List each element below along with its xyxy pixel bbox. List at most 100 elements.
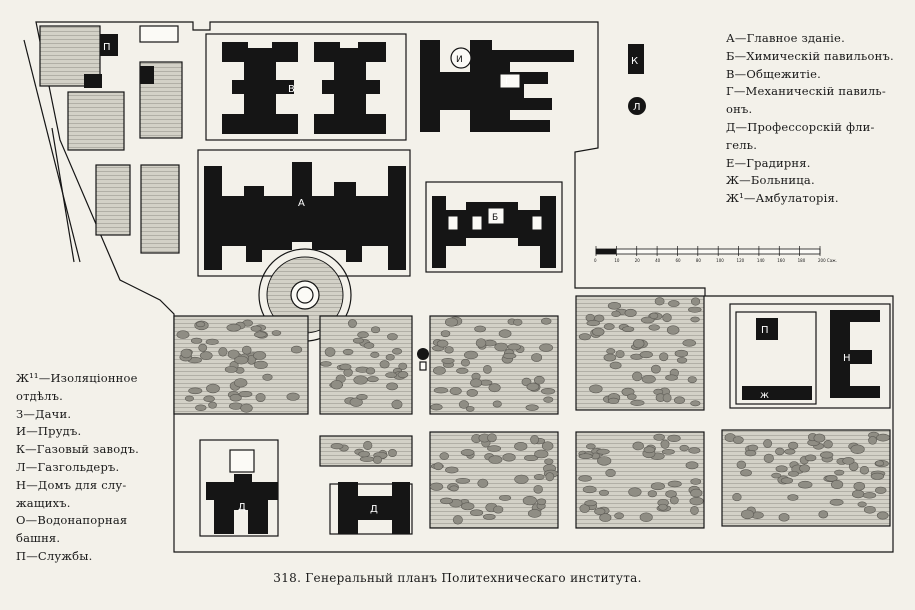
tree-mark — [483, 513, 496, 520]
legend-entry: башня. — [16, 531, 61, 546]
tree-mark — [819, 451, 834, 459]
garden-blocks — [173, 295, 891, 529]
tree-mark — [460, 358, 470, 367]
tree-mark — [379, 360, 390, 369]
tree-mark — [530, 435, 539, 445]
tree-mark — [639, 512, 653, 523]
tree-mark — [732, 493, 742, 502]
tree-mark — [592, 327, 605, 337]
tree-mark — [502, 453, 516, 462]
tree-mark — [607, 397, 620, 405]
tree-mark — [527, 509, 542, 518]
tree-mark — [176, 330, 190, 339]
tree-mark — [622, 326, 635, 332]
tree-mark — [628, 487, 642, 497]
tree-mark — [465, 406, 475, 412]
tree-mark — [661, 449, 675, 455]
legend-entry: Д—Профессорскій фли- — [726, 119, 875, 134]
legend-entry: З—Дачи. — [16, 406, 72, 421]
tree-mark — [513, 318, 523, 326]
svg-text:Г: Г — [505, 76, 511, 87]
tree-mark — [632, 371, 643, 382]
tree-mark — [385, 354, 395, 361]
svg-text:Л: Л — [633, 102, 641, 113]
tree-mark — [669, 496, 679, 505]
tree-mark — [787, 441, 799, 450]
tree-mark — [234, 378, 248, 388]
west-gardens: П — [39, 25, 183, 254]
tree-mark — [533, 375, 545, 385]
tree-mark — [365, 367, 376, 375]
tree-mark — [262, 373, 273, 381]
tree-mark — [444, 317, 459, 327]
tree-mark — [536, 498, 547, 506]
tree-mark — [253, 351, 267, 360]
tree-mark — [255, 393, 266, 402]
tree-mark — [342, 348, 354, 356]
tree-mark — [205, 338, 219, 345]
tree-mark — [676, 357, 688, 364]
tree-mark — [690, 488, 703, 498]
tree-mark — [387, 333, 398, 341]
tree-mark — [650, 482, 665, 491]
tree-mark — [863, 505, 876, 514]
tree-mark — [823, 440, 833, 449]
tree-mark — [594, 507, 606, 516]
tree-mark — [483, 364, 492, 374]
tree-mark — [180, 348, 193, 359]
tree-mark — [196, 321, 206, 328]
tree-mark — [640, 316, 655, 324]
tree-mark — [324, 347, 336, 357]
tree-mark — [367, 376, 379, 383]
svg-text:А: А — [298, 198, 305, 209]
tree-mark — [494, 342, 508, 352]
tree-mark — [271, 330, 282, 336]
tree-mark — [578, 453, 593, 459]
tree-mark — [363, 342, 375, 349]
tree-mark — [662, 393, 672, 403]
tree-mark — [736, 460, 747, 469]
tree-mark — [499, 494, 512, 501]
svg-text:П: П — [103, 42, 111, 53]
tree-mark — [540, 317, 552, 325]
tree-mark — [763, 439, 773, 448]
svg-text:К: К — [631, 56, 638, 67]
tree-mark — [444, 346, 454, 354]
svg-text:И: И — [456, 55, 463, 65]
tree-mark — [356, 394, 368, 400]
tree-mark — [668, 300, 680, 307]
tree-mark — [531, 353, 543, 362]
tree-mark — [452, 515, 463, 525]
svg-text:Д: Д — [370, 504, 378, 515]
tree-mark — [666, 325, 680, 335]
tree-mark — [586, 320, 600, 327]
tree-mark — [224, 366, 238, 373]
scale-tick-label: 80 — [696, 258, 702, 263]
legend-entry: Ж¹¹—Изоляціонное — [16, 371, 138, 385]
tree-mark — [488, 455, 503, 464]
legend-entry: Н—Домъ для слу- — [16, 477, 127, 492]
tree-mark — [687, 376, 697, 384]
tree-mark — [780, 477, 793, 484]
tree-mark — [540, 388, 556, 395]
tree-mark — [868, 436, 877, 445]
tree-mark — [522, 495, 537, 506]
tree-mark — [184, 395, 194, 402]
tree-mark — [545, 472, 555, 482]
tree-mark — [229, 394, 242, 402]
legend-entry: Г—Механическій павиль- — [726, 84, 886, 99]
tree-mark — [385, 372, 398, 378]
tree-mark — [603, 323, 615, 330]
tree-mark — [470, 378, 483, 388]
tree-mark — [460, 449, 475, 456]
tree-mark — [818, 510, 829, 519]
tree-mark — [842, 457, 855, 465]
legend-entry: О—Водонапорная — [16, 513, 128, 528]
tree-mark — [449, 387, 462, 396]
tree-mark — [614, 512, 624, 520]
scale-tick-label: 20 — [635, 258, 641, 263]
scale-tick-label: 40 — [655, 258, 661, 263]
svg-text:ж: ж — [760, 390, 769, 401]
